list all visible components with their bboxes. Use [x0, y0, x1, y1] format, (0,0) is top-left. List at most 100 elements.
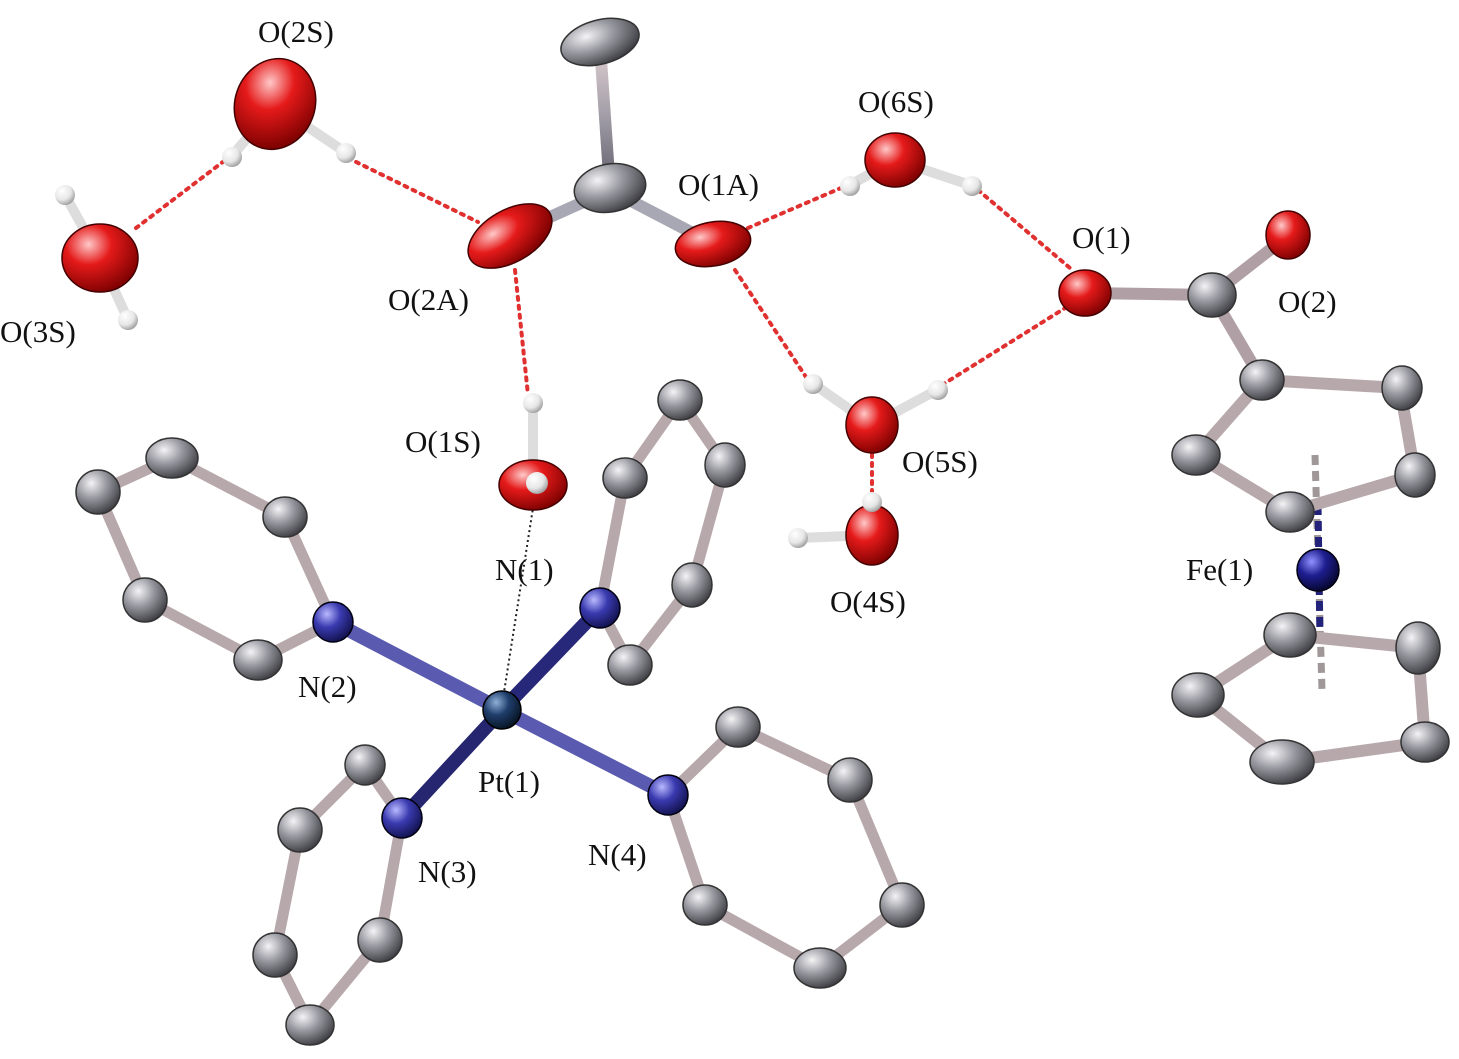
- carbon-atom: [715, 706, 761, 748]
- cyclopentadienyl-ring-lower: [1187, 629, 1432, 769]
- carbon-atom: [1171, 434, 1221, 476]
- hydrogen-atom: [840, 176, 860, 196]
- atom-labels: O(2S) O(3S) O(2A) O(1A) O(6S) O(1) O(2) …: [0, 14, 1337, 889]
- hydrogen-atom: [788, 528, 808, 548]
- oxygen-atom-o2: [1265, 210, 1311, 260]
- hydrogen-atom: [55, 185, 75, 205]
- carbon-atom: [704, 442, 746, 488]
- carbon-atom: [1265, 491, 1315, 533]
- hbond-o1a-o5s: [733, 268, 810, 382]
- carbon-atom: [602, 457, 648, 499]
- oxygen-atom-o2a: [467, 203, 553, 269]
- carbon-atom: [657, 379, 703, 421]
- label-fe1: Fe(1): [1186, 552, 1253, 587]
- pyridine-ring-n2: [90, 451, 339, 667]
- hydrogen-atom: [118, 310, 138, 330]
- bond-pt-n1: [495, 601, 607, 717]
- carbon-atom: [1249, 739, 1315, 785]
- label-pt1: Pt(1): [478, 764, 540, 799]
- hydrogen-atom: [803, 374, 823, 394]
- carbon-atom: [344, 744, 386, 786]
- carbon-atom: [1187, 272, 1237, 318]
- water-o3s: [55, 185, 139, 330]
- carbon-atom: [573, 162, 647, 214]
- hbond-o6s-o1: [976, 188, 1072, 270]
- nitrogen-atom-n2: [312, 601, 354, 643]
- carbon-atom: [122, 577, 168, 623]
- ferrocene-carboxylate: [1058, 210, 1450, 785]
- label-o2s: O(2S): [258, 14, 334, 49]
- label-o5s: O(5S): [902, 444, 978, 479]
- label-o1s: O(1S): [405, 424, 481, 459]
- hydrogen-atom: [523, 393, 543, 413]
- carbon-atom: [233, 639, 283, 681]
- carbon-atom: [607, 644, 653, 686]
- label-n3: N(3): [418, 854, 477, 889]
- hbond-o3s-o2s: [134, 156, 230, 230]
- water-o6s: [840, 132, 982, 196]
- carbon-atom: [277, 807, 323, 853]
- carbon-atom: [560, 17, 640, 67]
- carbon-atom: [285, 1004, 335, 1046]
- water-o2s: [222, 57, 356, 167]
- carbon-atom: [1263, 612, 1317, 658]
- oxygen-atom-o5s: [845, 396, 899, 454]
- carbon-atom: [682, 884, 728, 926]
- carbon-atom: [827, 757, 873, 803]
- hbond-o2s-o2a: [346, 156, 480, 224]
- pt-o1s-contact: [501, 507, 534, 706]
- label-o2: O(2): [1278, 284, 1337, 319]
- carbon-atom: [671, 562, 713, 608]
- carbon-atom: [1171, 672, 1225, 718]
- carbon-atom: [793, 947, 847, 989]
- label-o6s: O(6S): [858, 84, 934, 119]
- oxygen-atom-o1a: [674, 220, 752, 268]
- pyridine-ring-n3: [269, 756, 408, 1036]
- cyclopentadienyl-ring-upper: [1186, 374, 1422, 519]
- oxygen-atom-o6s: [864, 132, 926, 188]
- oxygen-atom-o4s: [845, 504, 899, 566]
- carbon-atom: [262, 496, 308, 538]
- pyridine-ring-n1: [594, 390, 731, 676]
- hydrogen-atom: [862, 492, 882, 512]
- hydrogen-atom: [526, 472, 548, 494]
- hydrogen-atom: [222, 147, 242, 167]
- hydrogen-atom: [336, 143, 356, 163]
- water-o4s: [788, 492, 899, 566]
- nitrogen-atom-n3: [381, 797, 423, 839]
- label-o1a: O(1A): [678, 167, 759, 202]
- oxygen-atom-o3s: [61, 223, 139, 293]
- bond-pt-n4: [495, 703, 675, 802]
- label-n4: N(4): [588, 837, 647, 872]
- hydrogen-atom: [962, 176, 982, 196]
- carbon-atom: [1239, 359, 1285, 401]
- oxygen-atom-o2s: [233, 57, 317, 151]
- carbon-atom: [1400, 721, 1450, 763]
- pyridine-ring-n4: [662, 720, 909, 975]
- hbond-o5s-o1: [940, 303, 1072, 387]
- hydrogen-bonds: [134, 156, 1072, 497]
- label-n1: N(1): [495, 552, 554, 587]
- label-o1: O(1): [1072, 220, 1131, 255]
- platinum-tetrapyridine-cation: [75, 379, 925, 1046]
- water-o5s: [803, 374, 948, 454]
- bond-pt-n3: [395, 703, 509, 825]
- hydrogen-atom: [928, 380, 948, 400]
- carbon-atom: [1394, 452, 1436, 498]
- nitrogen-atom-n1: [579, 587, 621, 629]
- platinum-atom-pt1: [482, 690, 522, 730]
- oxygen-atom-o1: [1058, 269, 1112, 317]
- label-o4s: O(4S): [830, 584, 906, 619]
- carbon-atom: [75, 469, 121, 515]
- carbon-atom: [357, 917, 403, 963]
- hbond-o1a-o6s: [746, 183, 850, 230]
- label-n2: N(2): [298, 669, 357, 704]
- label-o2a: O(2A): [388, 282, 469, 317]
- iron-atom-fe1: [1296, 548, 1340, 592]
- label-o3s: O(3S): [0, 314, 76, 349]
- pyridine-carbons: [75, 379, 925, 1046]
- bond-pt-n2: [326, 615, 509, 717]
- carbon-atom: [145, 437, 199, 479]
- carbon-atom: [252, 932, 298, 978]
